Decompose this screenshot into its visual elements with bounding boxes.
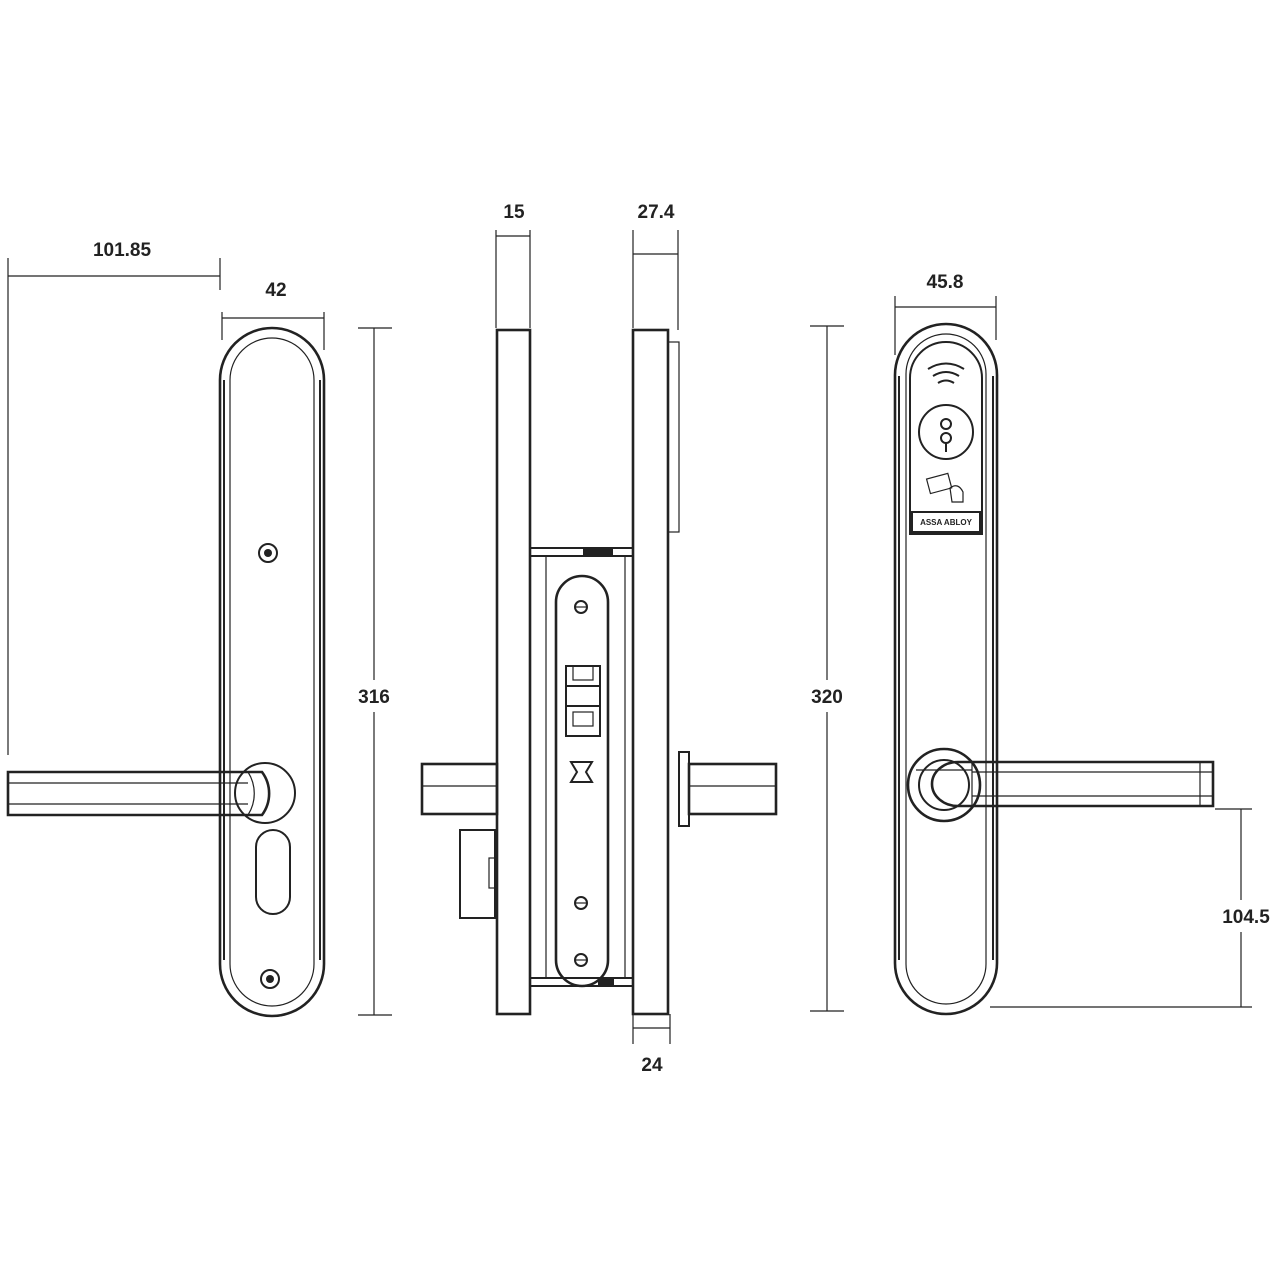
dim-label-outer-plate-thickness: 15 bbox=[503, 202, 525, 223]
right-lever-rose bbox=[906, 747, 982, 823]
dim-label-plate-height-left: 316 bbox=[358, 687, 390, 708]
dim-label-inner-plate-thickness: 27.4 bbox=[638, 202, 675, 223]
dim-label-plate-width-right: 45.8 bbox=[927, 272, 964, 293]
key-cylinder-icon bbox=[918, 404, 974, 460]
wireless-signal-icon bbox=[927, 362, 965, 384]
dim-plate-height-right: 320 bbox=[810, 325, 844, 1012]
card-tap-icon bbox=[925, 472, 964, 503]
left-view: 101.85 42 316 bbox=[6, 240, 392, 1018]
dim-plate-height-left: 316 bbox=[358, 327, 392, 1016]
dim-handle-projection: 101.85 bbox=[7, 240, 221, 755]
side-inner-lever bbox=[678, 751, 778, 827]
left-bottom-screw bbox=[260, 969, 280, 989]
side-outer-plate bbox=[495, 328, 532, 1016]
mortise-faceplate bbox=[554, 574, 610, 988]
side-inner-plate bbox=[631, 328, 680, 1016]
left-cylinder-hole bbox=[255, 829, 291, 915]
rfid-reader-panel: ASSA ABLOY bbox=[909, 341, 983, 535]
dim-label-handle-height-right: 104.5 bbox=[1222, 907, 1270, 928]
dim-inner-plate-thickness: 27.4 bbox=[632, 202, 679, 330]
deadbolt-bolt bbox=[569, 761, 594, 783]
side-view: 15 27.4 24 bbox=[420, 202, 778, 1076]
dim-label-handle-projection: 101.85 bbox=[93, 240, 152, 261]
dim-label-plate-height-right: 320 bbox=[811, 687, 843, 708]
right-view: 45.8 320 104.5 ASSA ABLO bbox=[810, 272, 1270, 1016]
left-top-screw bbox=[258, 543, 278, 563]
side-cylinder-thumb bbox=[459, 829, 498, 919]
dim-handle-height-right: 104.5 bbox=[990, 808, 1270, 1008]
right-escutcheon-plate bbox=[893, 322, 999, 1016]
left-escutcheon-plate bbox=[218, 326, 326, 1018]
dim-outer-plate-thickness: 15 bbox=[495, 202, 531, 328]
side-outer-lever bbox=[420, 762, 499, 816]
left-lever-handle bbox=[6, 762, 296, 824]
right-lever-handle bbox=[930, 760, 1215, 808]
dim-label-backset: 24 bbox=[641, 1055, 663, 1076]
dim-plate-width-right: 45.8 bbox=[894, 272, 997, 355]
dim-backset: 24 bbox=[632, 1014, 671, 1076]
dim-label-plate-width-left: 42 bbox=[265, 280, 286, 301]
dim-plate-width-left: 42 bbox=[221, 280, 325, 350]
latch-bolt bbox=[565, 665, 601, 737]
reader-brand-label: ASSA ABLOY bbox=[920, 518, 973, 527]
